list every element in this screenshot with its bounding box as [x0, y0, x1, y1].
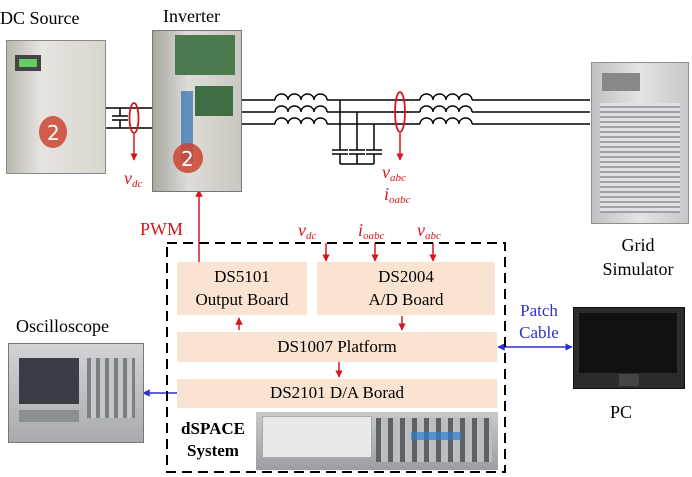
vabc-sub: abc — [390, 172, 406, 184]
vabc-adc-v: v — [417, 220, 425, 240]
ds5101-desc: Output Board — [195, 290, 289, 309]
vdc-sub: dc — [132, 178, 143, 190]
ac-sensor-probe — [394, 91, 406, 133]
oscilloscope-label: Oscilloscope — [16, 316, 109, 336]
patch-cable-label: Patch Cable — [519, 301, 559, 342]
dc-voltage-probe — [128, 102, 140, 134]
vdc-label-source: vdc — [124, 168, 142, 190]
ioabc-label-grid: ioabc — [384, 184, 410, 206]
ds1007-platform: DS1007 Platform — [177, 332, 497, 362]
pwm-label: PWM — [140, 219, 184, 239]
vabc-v: v — [382, 162, 390, 182]
ds2004-ad-board: DS2004 A/D Board — [317, 262, 495, 315]
dspace-hardware-photo — [256, 412, 498, 470]
inverter-photo: 2 — [152, 30, 242, 192]
ioabc-adc-i: i — [358, 220, 364, 240]
ds2004-name: DS2004 — [378, 267, 434, 286]
ioabc-adc-sub: oabc — [363, 230, 385, 242]
vdc-label-adc: vdc — [298, 220, 316, 242]
ioabc-label-adc: ioabc — [358, 220, 384, 242]
ds5101-output-board: DS5101 Output Board — [177, 262, 307, 315]
vdc-adc-sub: dc — [306, 230, 317, 242]
vabc-label-grid: vabc — [382, 162, 406, 184]
ds2004-desc: A/D Board — [368, 290, 444, 309]
ioabc-i: i — [384, 184, 390, 204]
ioabc-sub: oabc — [389, 194, 411, 206]
dspace-system-label: dSPACE System — [181, 419, 245, 460]
grid-simulator-photo — [591, 62, 689, 224]
inverter-label: Inverter — [163, 6, 220, 26]
ds2101-label: DS2101 D/A Borad — [269, 383, 405, 402]
vabc-adc-sub: abc — [425, 230, 441, 242]
ds1007-label: DS1007 Platform — [277, 337, 397, 356]
vdc-v: v — [124, 168, 132, 188]
grid-simulator-label: Grid Simulator — [602, 235, 674, 279]
vdc-adc-v: v — [298, 220, 306, 240]
dc-source-label: DC Source — [0, 8, 80, 28]
pc-monitor-photo — [573, 307, 685, 389]
oscilloscope-photo — [8, 343, 144, 443]
dspace-system-boundary — [166, 242, 506, 473]
filter-capacitors — [332, 100, 382, 165]
ds2101-da-board: DS2101 D/A Borad — [177, 379, 497, 408]
vabc-label-adc: vabc — [417, 220, 441, 242]
pc-label: PC — [610, 402, 633, 422]
dc-source-photo: 2 — [6, 40, 106, 174]
ds5101-name: DS5101 — [214, 267, 270, 286]
ac-three-phase-lines — [240, 93, 590, 125]
